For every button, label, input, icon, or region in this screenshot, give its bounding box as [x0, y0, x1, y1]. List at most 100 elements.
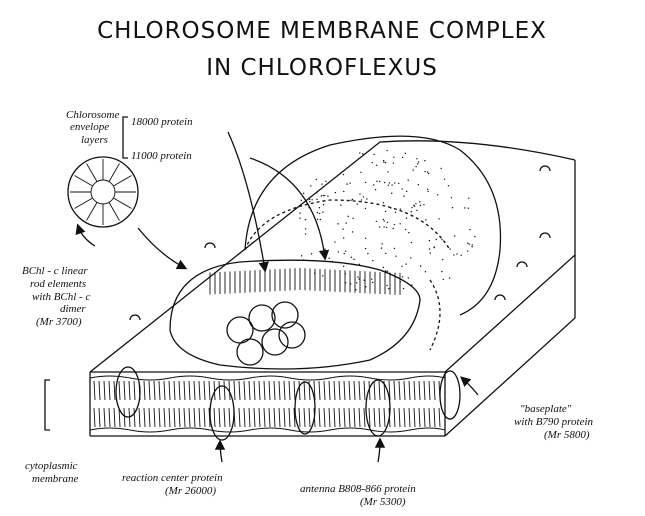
lipid-stroke: [149, 381, 150, 400]
membrane-bracket: [45, 380, 50, 430]
stipple-dot: [387, 222, 388, 223]
lipid-stroke: [164, 381, 165, 400]
stipple-dot: [427, 171, 428, 172]
bchl-line-3: with BChl - c: [32, 291, 90, 303]
stipple-dot: [383, 219, 384, 220]
stipple-dot: [469, 229, 470, 230]
stipple-dot: [376, 221, 377, 222]
lipid-stroke: [329, 381, 330, 400]
stipple-dot: [323, 204, 324, 205]
lipid-stroke: [189, 381, 190, 400]
stipple-dot: [301, 255, 302, 256]
lipid-stroke: [289, 381, 290, 400]
lipid-stroke: [224, 408, 225, 427]
chlorosome-body: [245, 136, 501, 350]
stipple-dot: [405, 263, 406, 264]
stipple-dot: [353, 259, 354, 260]
label-protein-11000: 11000 protein: [131, 150, 192, 162]
lipid-stroke: [249, 408, 250, 427]
lipid-stroke: [269, 408, 270, 427]
stipple-dot: [387, 171, 388, 172]
stipple-dot: [385, 253, 386, 254]
lipid-stroke: [319, 381, 320, 400]
stipple-dot: [383, 226, 384, 227]
stipple-dot: [402, 276, 403, 277]
lipid-stroke: [219, 408, 220, 427]
stipple-dot: [442, 259, 443, 260]
envelope-line-2: envelope: [70, 121, 109, 133]
lipid-stroke: [404, 408, 405, 427]
lipid-stroke: [239, 381, 240, 400]
stipple-dot: [346, 183, 347, 184]
stipple-dot: [393, 157, 394, 158]
reaction-center-line-1: reaction center protein: [122, 472, 223, 484]
stipple-dot: [415, 203, 416, 204]
stipple-dot: [438, 218, 439, 219]
stipple-dot: [309, 201, 310, 202]
lipid-stroke: [284, 381, 285, 400]
lipid-stroke: [249, 381, 250, 400]
lipid-stroke: [299, 408, 300, 427]
lipid-stroke: [374, 408, 375, 427]
stipple-dot: [449, 248, 450, 249]
stipple-dot: [449, 277, 450, 278]
stipple-dot: [385, 211, 386, 212]
stipple-dot: [416, 158, 417, 159]
lipid-stroke: [154, 408, 155, 427]
stipple-dot: [386, 150, 387, 151]
lipid-stroke: [114, 408, 115, 427]
lipid-stroke: [394, 381, 395, 400]
stipple-dot: [381, 243, 382, 244]
lipid-stroke: [414, 381, 415, 400]
stipple-dot: [334, 241, 335, 242]
lipid-stroke: [159, 408, 160, 427]
lipid-stroke: [419, 381, 420, 400]
lipid-stroke: [339, 381, 340, 400]
stipple-dot: [383, 161, 384, 162]
stipple-dot: [325, 251, 326, 252]
stipple-dot: [420, 265, 421, 266]
label-cytoplasmic: cytoplasmic membrane: [25, 460, 79, 485]
stipple-dot: [424, 160, 425, 161]
stipple-dot: [392, 228, 393, 229]
lipid-stroke: [364, 408, 365, 427]
stipple-dot: [408, 277, 409, 278]
stipple-dot: [402, 157, 403, 158]
stipple-dot: [468, 207, 469, 208]
stipple-dot: [393, 162, 394, 163]
segment-line: [87, 202, 98, 220]
lipid-stroke: [294, 381, 295, 400]
lipid-stroke: [334, 408, 335, 427]
lipid-stroke: [394, 408, 395, 427]
stipple-dot: [448, 185, 449, 186]
stipple-dot: [411, 242, 412, 243]
label-bchl: BChl - c linear rod elements with BChl -…: [22, 265, 90, 328]
stipple-dot: [316, 199, 317, 200]
stipple-dot: [379, 226, 380, 227]
stipple-dot: [365, 248, 366, 249]
lipid-stroke: [304, 408, 305, 427]
lipid-stroke: [204, 381, 205, 400]
stipple-dot: [418, 161, 419, 162]
stipple-dot: [411, 207, 412, 208]
lipid-stroke: [424, 408, 425, 427]
stipple-dot: [406, 191, 407, 192]
stipple-dot: [391, 184, 392, 185]
lipid-stroke: [264, 381, 265, 400]
lipid-stroke: [324, 381, 325, 400]
stipple-dot: [448, 246, 449, 247]
stipple-dot: [342, 228, 343, 229]
lipid-stroke: [334, 381, 335, 400]
stipple-dot: [440, 168, 441, 169]
stipple-dot: [429, 248, 430, 249]
bchl-line-1: BChl - c linear: [22, 265, 88, 277]
stipple-dot: [410, 257, 411, 258]
lipid-stroke: [139, 408, 140, 427]
lipid-stroke: [349, 408, 350, 427]
lipid-stroke: [234, 381, 235, 400]
stipple-dot: [301, 200, 302, 201]
lipid-stroke: [374, 381, 375, 400]
stipple-dot: [472, 244, 473, 245]
lipid-stroke: [119, 381, 120, 400]
